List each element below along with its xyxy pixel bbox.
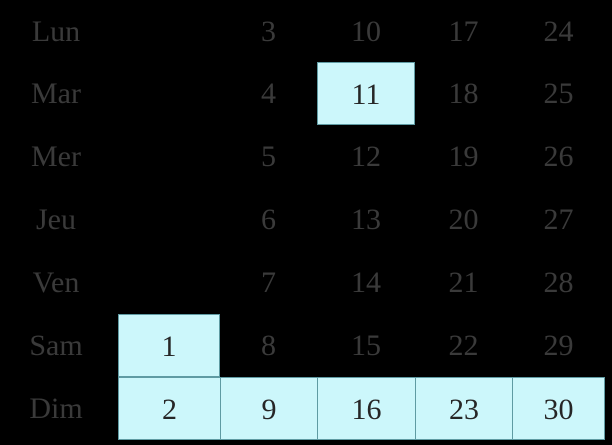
calendar-cell-dim-w4-selected[interactable]: 23 [415,377,512,440]
calendar-cell-jeu-w5[interactable]: 27 [543,203,574,236]
calendar-cell-sam-w2[interactable]: 8 [261,329,276,362]
calendar-cell-dim-w5-selected[interactable]: 30 [512,377,605,440]
calendar-cell-mer-w3[interactable]: 12 [351,140,381,173]
calendar-row-lun: Lun 3 10 17 24 [0,0,612,63]
calendar-cell-mer-w1[interactable] [118,125,220,188]
day-label-mer: Mer [31,140,81,173]
calendar-row-mer: Mer 5 12 19 26 [0,125,612,188]
calendar-cell-sam-w1-selected[interactable]: 1 [118,314,220,377]
calendar-cell-mar-w5[interactable]: 25 [543,77,574,110]
calendar-cell-mar-w2[interactable]: 4 [261,77,276,110]
calendar-cell-lun-w2[interactable]: 3 [261,15,276,48]
calendar-cell-jeu-w2[interactable]: 6 [261,203,276,236]
calendar-cell-sam-w3[interactable]: 15 [351,329,381,362]
calendar-cell-dim-w2-selected[interactable]: 9 [220,377,317,440]
calendar-cell-jeu-w1[interactable] [118,188,220,251]
calendar-cell-ven-w4[interactable]: 21 [448,266,479,299]
calendar-cell-jeu-w4[interactable]: 20 [448,203,479,236]
calendar-row-dim-selected: Dim 2 9 16 23 30 [0,377,612,440]
day-label-jeu: Jeu [36,203,76,236]
calendar-row-ven: Ven 7 14 21 28 [0,251,612,314]
calendar-cell-sam-w5[interactable]: 29 [543,329,574,362]
calendar-cell-mar-w1[interactable] [118,62,220,125]
calendar-cell-sam-w4[interactable]: 22 [448,329,479,362]
day-label-lun: Lun [31,15,81,48]
calendar-cell-mer-w2[interactable]: 5 [261,140,276,173]
calendar-cell-jeu-w3[interactable]: 13 [351,203,381,236]
day-label-sam: Sam [29,329,83,362]
calendar-row-mar: Mar 4 11 18 25 [0,62,612,125]
calendar-cell-lun-w1[interactable] [118,0,220,63]
calendar-cell-lun-w4[interactable]: 17 [448,15,479,48]
calendar-cell-dim-w3-selected[interactable]: 16 [317,377,415,440]
calendar-cell-mer-w5[interactable]: 26 [543,140,574,173]
day-label-mar: Mar [31,77,81,110]
calendar-cell-mar-w3-selected[interactable]: 11 [317,62,415,125]
day-label-ven: Ven [32,266,80,299]
calendar-cell-ven-w3[interactable]: 14 [351,266,381,299]
day-label-dim: Dim [29,392,83,425]
calendar-cell-dim-w1-selected[interactable]: 2 [118,377,220,440]
calendar-cell-ven-w2[interactable]: 7 [261,266,276,299]
calendar-row-jeu: Jeu 6 13 20 27 [0,188,612,251]
calendar-cell-mar-w4[interactable]: 18 [448,77,479,110]
calendar-cell-lun-w5[interactable]: 24 [543,15,574,48]
calendar-cell-lun-w3[interactable]: 10 [351,15,381,48]
calendar-cell-mer-w4[interactable]: 19 [448,140,479,173]
calendar-row-sam: Sam 1 8 15 22 29 [0,314,612,377]
calendar-cell-ven-w5[interactable]: 28 [543,266,574,299]
calendar-cell-ven-w1[interactable] [118,251,220,314]
